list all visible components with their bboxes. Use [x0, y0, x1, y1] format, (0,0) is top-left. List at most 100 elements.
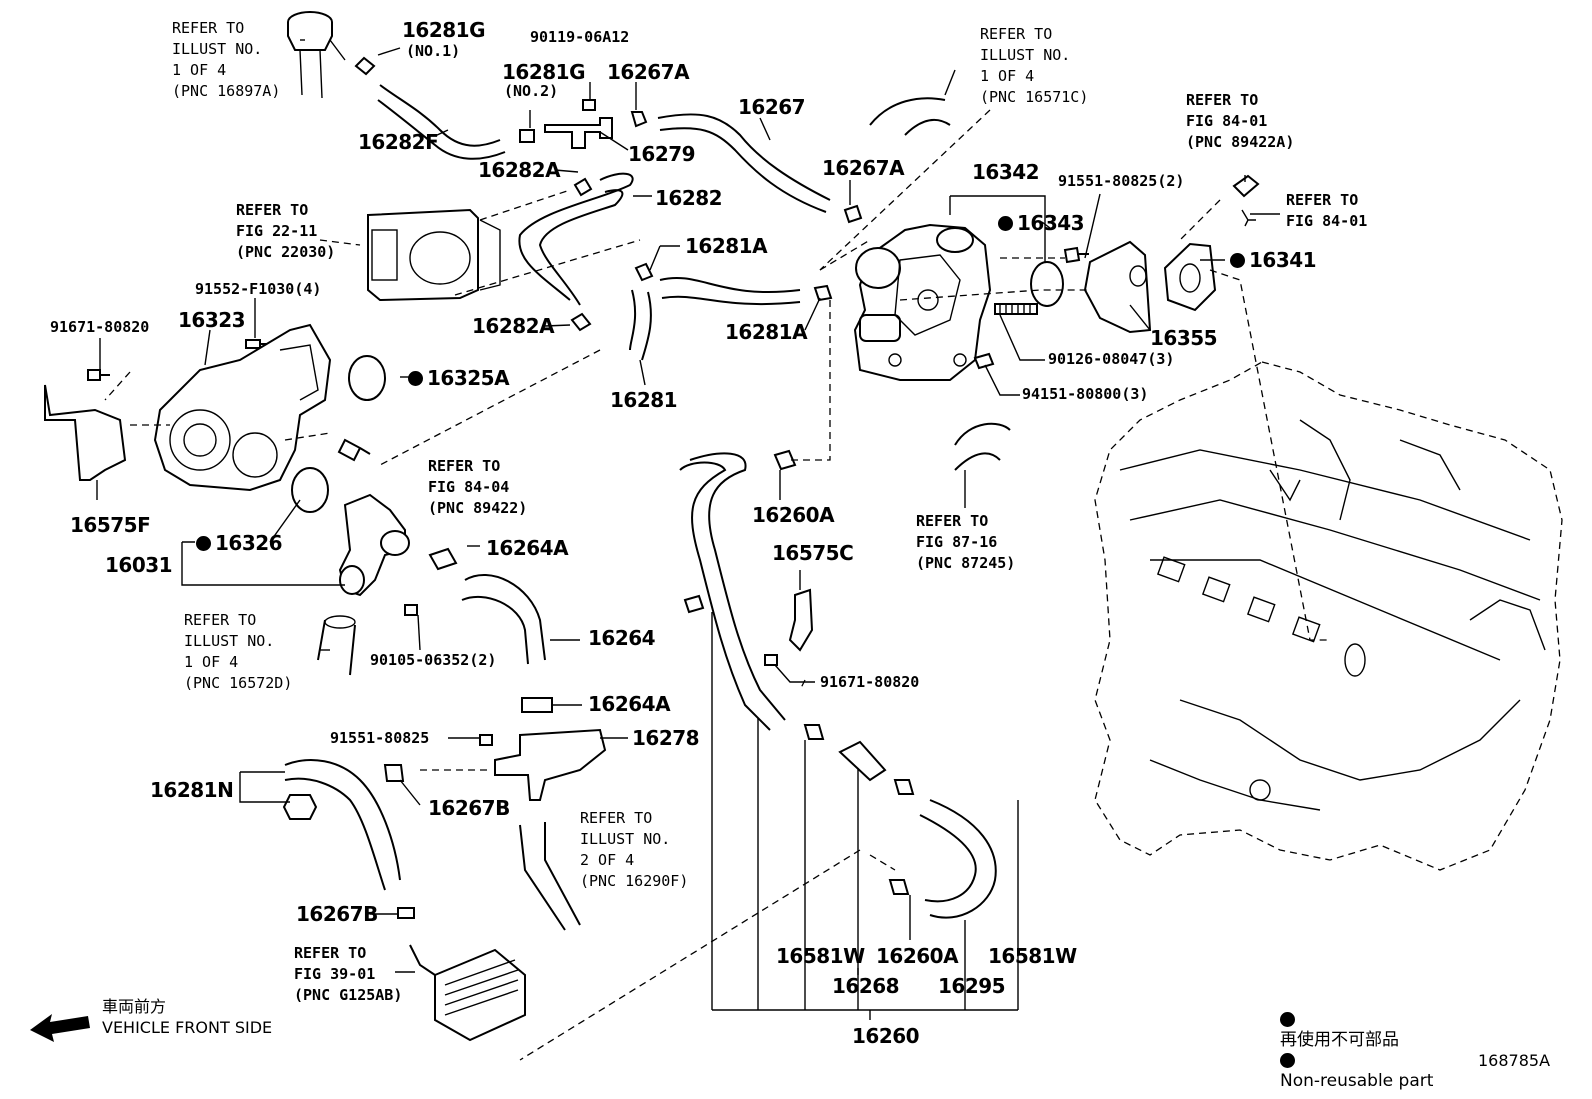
ref-line: 1 OF 4 — [184, 653, 239, 671]
label-16325A-text: 16325A — [427, 366, 510, 390]
label-16281G-no1-note: (NO.1) — [406, 42, 461, 60]
label-16267B-mid: 16267B — [428, 796, 510, 820]
label-16341: 16341 — [1230, 248, 1317, 272]
ref-line: (PNC 16572D) — [184, 674, 293, 692]
label-16326-text: 16326 — [215, 531, 283, 555]
clamp-16282A-top — [573, 177, 593, 197]
label-16281G-no2: 16281G — [502, 60, 586, 84]
water-outlet-housing — [853, 223, 992, 381]
legend-jp: 再使用不可部品 — [1280, 1030, 1399, 1050]
oil-cooler-G125AB — [409, 944, 526, 1042]
clamp-16581W-left — [803, 724, 825, 740]
label-16264A-top: 16264A — [486, 536, 569, 560]
bracket-16575C — [788, 588, 814, 652]
bolt-90119 — [582, 99, 596, 111]
label-16282A-top: 16282A — [478, 158, 561, 182]
clamp-16281G-1 — [354, 56, 376, 76]
gasket-16325A — [348, 355, 386, 401]
legend-row-en: Non-reusable part — [1280, 1053, 1433, 1094]
clamp-16260A-top — [773, 449, 797, 471]
clamp-hose-top — [683, 594, 705, 614]
label-16260A-top: 16260A — [752, 503, 835, 527]
bolt-91671-top — [87, 369, 110, 381]
ref-line: REFER TO — [428, 457, 501, 475]
ref-line: FIG 84-04 — [428, 478, 510, 496]
ref-line: REFER TO — [172, 19, 245, 37]
clamp-16281G-2 — [519, 129, 535, 143]
sensor-89422 — [337, 438, 371, 462]
label-16343-text: 16343 — [1017, 211, 1085, 235]
bolt-90105 — [404, 604, 418, 616]
clamp-16267A-top — [630, 111, 648, 128]
gasket-16326 — [291, 467, 329, 513]
ref-line: REFER TO — [294, 944, 367, 962]
bolt-91551-top — [1063, 246, 1089, 264]
bolt-91671-mid — [764, 654, 778, 666]
clamp-16281A-mid — [813, 284, 833, 302]
ref-line: ILLUST NO. — [980, 46, 1071, 64]
label-91551-mid: 91551-80825 — [330, 729, 430, 747]
nut-94151 — [973, 352, 995, 370]
ref-line: 2 OF 4 — [580, 851, 635, 869]
label-91671-mid: 91671-80820 — [820, 673, 920, 691]
union-16278 — [494, 728, 607, 801]
reservoir-16897A — [287, 11, 346, 99]
label-16268: 16268 — [832, 974, 900, 998]
ref-line: ILLUST NO. — [580, 830, 671, 848]
front-arrow-icon — [30, 1014, 90, 1042]
ref-line: FIG 87-16 — [916, 533, 998, 551]
label-16282A-mid: 16282A — [472, 314, 555, 338]
label-16267B-bot: 16267B — [296, 902, 378, 926]
ref-line: ILLUST NO. — [184, 632, 275, 650]
ref-line: (PNC G125AB) — [294, 986, 403, 1004]
label-90126: 90126-08047(3) — [1048, 350, 1175, 368]
ref-line: REFER TO — [1286, 191, 1359, 209]
engine-block-illustration — [1094, 361, 1563, 871]
clamp-16281A-top — [634, 262, 654, 282]
ref-line: ILLUST NO. — [172, 40, 263, 58]
ref-line: (PNC 87245) — [916, 554, 1016, 572]
label-16581W-left: 16581W — [776, 944, 865, 968]
gasket-16341 — [1163, 242, 1217, 312]
clamp-16581W-right — [893, 779, 915, 795]
vehicle-front-jp: 車両前方 — [102, 997, 167, 1016]
non-reusable-dot-icon — [1280, 1053, 1295, 1068]
bolt-91551-mid — [479, 734, 493, 746]
label-16281N: 16281N — [150, 778, 234, 802]
label-94151: 94151-80800(3) — [1022, 385, 1149, 403]
clamp-16267B-mid — [383, 764, 405, 782]
ref-line: 1 OF 4 — [980, 67, 1035, 85]
ref-line: REFER TO — [236, 201, 309, 219]
ref-line: FIG 84-01 — [1286, 212, 1368, 230]
label-16281A-top: 16281A — [685, 234, 768, 258]
label-16031: 16031 — [105, 553, 173, 577]
label-16264: 16264 — [588, 626, 656, 650]
label-16267A-top: 16267A — [607, 60, 690, 84]
grommet-16281N — [282, 794, 318, 820]
label-16260A-bot: 16260A — [876, 944, 959, 968]
stud-bolt-90126 — [994, 303, 1038, 315]
label-16281G-no2-note: (NO.2) — [504, 82, 559, 100]
label-16281A-mid: 16281A — [725, 320, 808, 344]
label-16323: 16323 — [178, 308, 246, 332]
label-16341-text: 16341 — [1249, 248, 1317, 272]
label-16343: 16343 — [998, 211, 1085, 235]
illustration-id: 168785A — [1478, 1051, 1551, 1070]
legend-row-jp: 再使用不可部品 — [1280, 1012, 1433, 1053]
label-16282F: 16282F — [358, 130, 439, 154]
non-reusable-dot-icon — [1230, 253, 1245, 268]
o-ring-16343 — [1030, 261, 1064, 307]
clamp-16282A-mid — [570, 312, 592, 332]
label-16264A-bot: 16264A — [588, 692, 671, 716]
ref-line: REFER TO — [1186, 91, 1259, 109]
label-91551-top: 91551-80825(2) — [1058, 172, 1185, 190]
clamp-16264A-top — [428, 547, 458, 571]
clamp-16267B-bot — [397, 907, 415, 919]
label-16575F: 16575F — [70, 513, 151, 537]
ref-line: REFER TO — [916, 512, 989, 530]
